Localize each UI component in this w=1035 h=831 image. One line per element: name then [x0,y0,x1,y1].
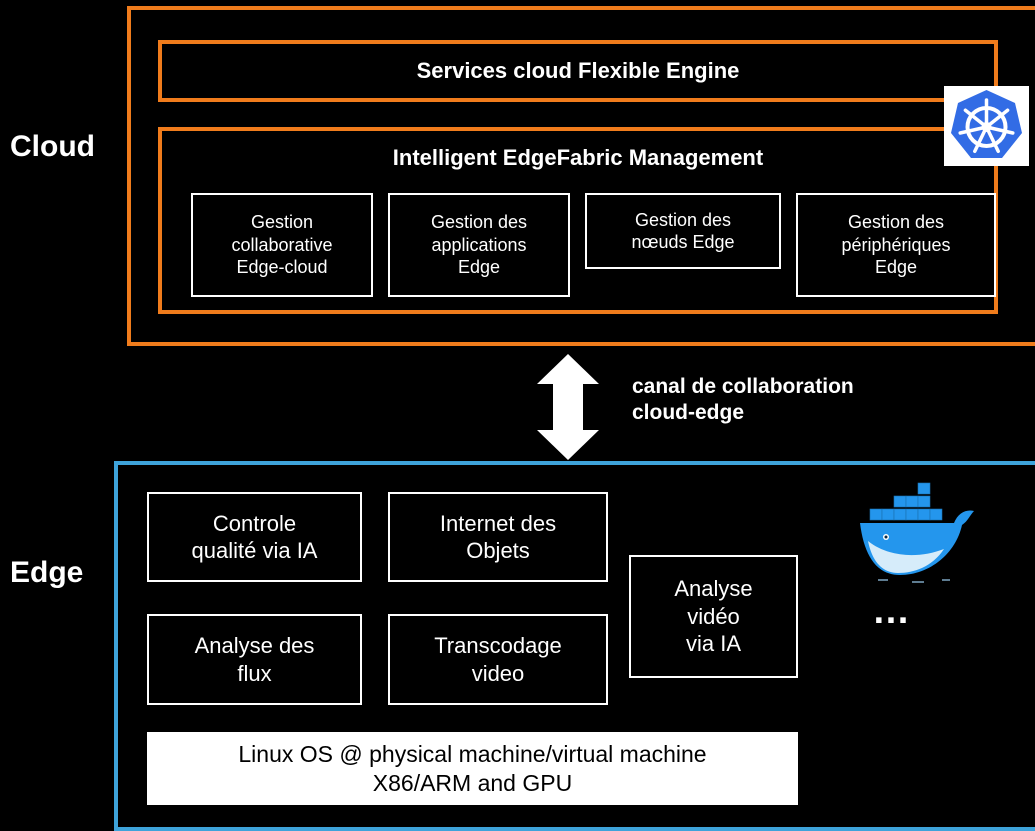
edge-box-stream-analysis: Analyse des flux [147,614,362,705]
edge-box-video-analysis: Analyse vidéo via IA [629,555,798,678]
edge-box-iot: Internet des Objets [388,492,608,582]
edge-label: Edge [10,556,84,589]
docker-icon [858,475,978,585]
edge-box-quality-control: Controle qualité via IA [147,492,362,582]
cloud-box-applications: Gestion des applications Edge [388,193,570,297]
management-container: Intelligent EdgeFabric Management [158,127,998,314]
channel-label: canal de collaboration cloud-edge [632,375,854,425]
services-title: Services cloud Flexible Engine [416,58,740,83]
cloud-box-nodes: Gestion des nœuds Edge [585,193,781,269]
services-bar: Services cloud Flexible Engine [158,40,998,102]
kubernetes-icon [944,86,1029,166]
cloud-label: Cloud [10,130,95,163]
edge-box-transcoding: Transcodage video [388,614,608,705]
double-arrow-icon [535,352,601,462]
cloud-box-collaborative: Gestion collaborative Edge-cloud [191,193,373,297]
ellipsis: … [872,590,914,632]
cloud-container [127,6,1035,346]
cloud-box-devices: Gestion des périphériques Edge [796,193,996,297]
platform-box: Linux OS @ physical machine/virtual mach… [147,732,798,805]
management-title: Intelligent EdgeFabric Management [392,145,764,170]
